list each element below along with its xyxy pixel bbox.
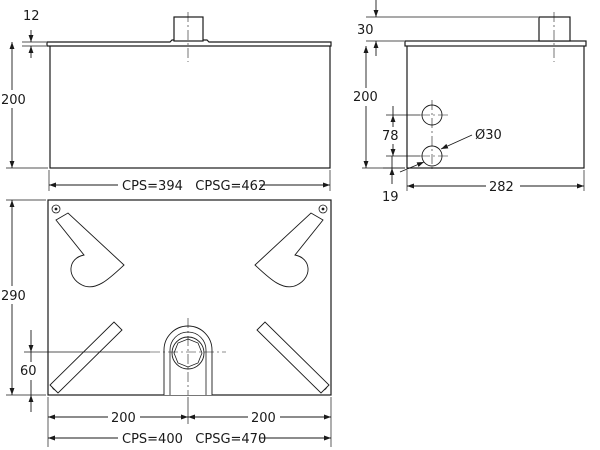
dim-height-side: 200 xyxy=(352,46,405,169)
dim-height-front: 200 xyxy=(0,42,48,169)
dim-outlet-offset: 60 xyxy=(18,330,150,412)
dim-depth-side-label: 282 xyxy=(489,180,514,195)
front-view xyxy=(46,12,332,169)
front-lid xyxy=(46,39,332,47)
dim-hole-bottom: 19 xyxy=(382,156,405,205)
screw-icon xyxy=(51,204,61,214)
screw-icon xyxy=(318,204,328,214)
dim-lid-thickness-label: 12 xyxy=(23,9,40,24)
side-lid xyxy=(404,40,587,47)
side-neck xyxy=(538,16,571,42)
screw-icon xyxy=(54,207,58,211)
dim-half-widths: 200 200 xyxy=(47,397,332,447)
dim-hole-bottom-label: 19 xyxy=(382,190,399,205)
dim-width-front: CPS=394 CPSG=462 xyxy=(48,170,331,194)
support-arm-upper-left xyxy=(55,212,125,288)
dim-hole-spacing-label: 78 xyxy=(382,129,399,144)
dim-neck-side-label: 30 xyxy=(357,23,374,38)
support-bar-lower-left xyxy=(49,321,123,394)
dim-width-front-label: CPS=394 CPSG=462 xyxy=(122,179,266,194)
dim-width-top-label: CPS=400 CPSG=470 xyxy=(122,432,266,447)
side-view xyxy=(404,12,587,172)
dim-height-side-label: 200 xyxy=(353,90,378,105)
dim-hole-diameter-label: Ø30 xyxy=(475,128,502,143)
dim-height-front-label: 200 xyxy=(1,93,26,108)
dim-hole-spacing: 78 xyxy=(380,106,420,157)
dim-width-top: CPS=400 CPSG=470 xyxy=(48,430,331,448)
dim-half-width-left-label: 200 xyxy=(111,411,136,426)
support-arm-upper-right xyxy=(254,212,324,288)
dim-depth-top: 290 xyxy=(0,199,46,396)
dim-depth-side: 282 xyxy=(406,170,585,195)
support-bar-lower-right xyxy=(256,321,330,394)
dim-neck-side: 30 xyxy=(357,0,538,56)
dim-lid-thickness: 12 xyxy=(22,9,46,58)
dim-depth-top-label: 290 xyxy=(1,289,26,304)
front-neck xyxy=(173,16,204,42)
dim-half-width-right-label: 200 xyxy=(251,411,276,426)
dim-hole-diameter: Ø30 xyxy=(399,128,502,173)
dim-outlet-offset-label: 60 xyxy=(20,364,37,379)
screw-icon xyxy=(321,207,325,211)
front-body xyxy=(49,44,331,169)
top-view xyxy=(47,199,332,396)
